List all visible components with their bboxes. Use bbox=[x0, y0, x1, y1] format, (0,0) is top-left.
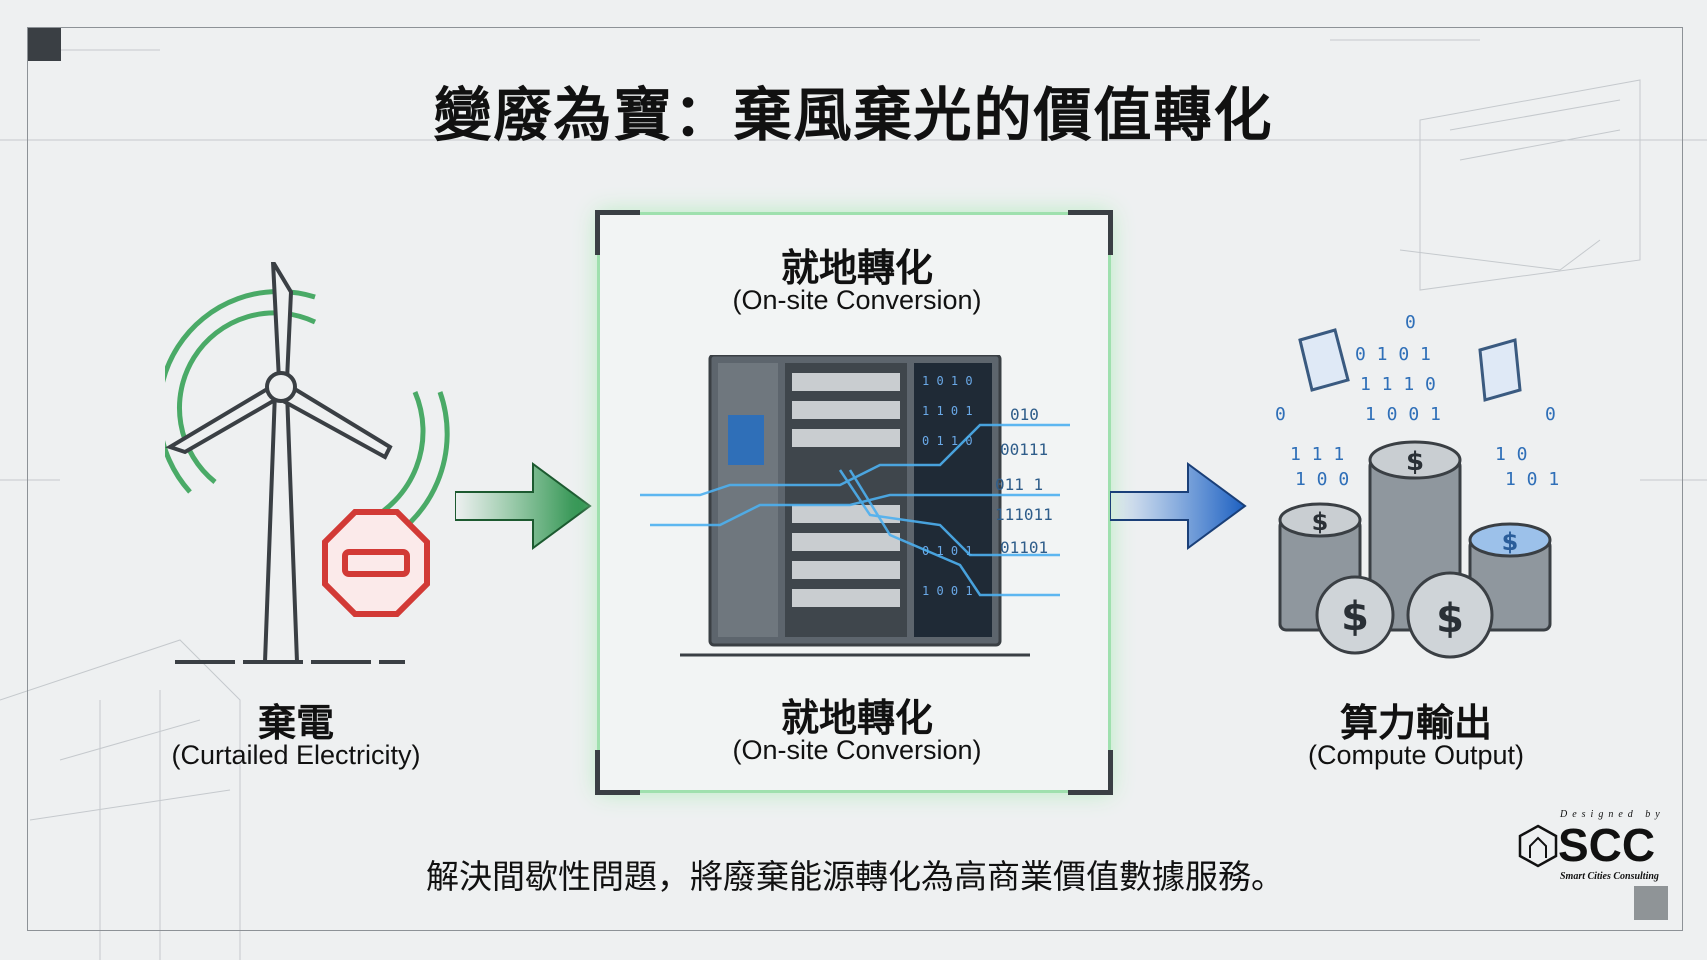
svg-text:1 0 0: 1 0 0 bbox=[1295, 469, 1349, 490]
svg-text:1 1 0 1: 1 1 0 1 bbox=[922, 404, 973, 418]
svg-text:111011: 111011 bbox=[995, 505, 1053, 524]
svg-text:1 0 0 1: 1 0 0 1 bbox=[1365, 404, 1441, 425]
arrow-right-blue-icon bbox=[1110, 462, 1247, 550]
conversion-title-top-en: (On-site Conversion) bbox=[732, 285, 982, 315]
svg-text:1 0 0 1: 1 0 0 1 bbox=[922, 584, 973, 598]
svg-text:00111: 00111 bbox=[1000, 440, 1048, 459]
svg-text:$: $ bbox=[1406, 447, 1424, 477]
scc-logo: Designed by SCC Smart Cities Consulting bbox=[1518, 808, 1688, 884]
wind-turbine-icon bbox=[165, 262, 450, 664]
curtailed-label-en: (Curtailed Electricity) bbox=[171, 740, 421, 770]
curtailed-label-zh: 棄電 bbox=[257, 701, 334, 745]
city-hexagon-icon bbox=[1518, 824, 1558, 868]
svg-text:1 0 1: 1 0 1 bbox=[1505, 469, 1559, 490]
svg-text:$: $ bbox=[1502, 528, 1519, 556]
server-rack-icon: 1 0 1 01 1 0 10 1 1 00 1 0 11 0 0 1 0100… bbox=[640, 355, 1070, 657]
footer-caption: 解決間歇性問題，將廢棄能源轉化為高商業價值數據服務。 bbox=[426, 857, 1284, 896]
svg-text:1 0: 1 0 bbox=[1495, 444, 1528, 465]
page-title: 變廢為寶：棄風棄光的價值轉化 bbox=[433, 81, 1274, 149]
svg-text:$: $ bbox=[1341, 594, 1369, 640]
logo-name: SCC bbox=[1558, 819, 1656, 871]
conversion-panel: 就地轉化 (On-site Conversion) 1 0 1 0 1 1 0 1… bbox=[595, 210, 1113, 795]
svg-text:0: 0 bbox=[1275, 404, 1286, 425]
arrow-right-green-icon bbox=[455, 462, 592, 550]
conversion-title-bottom-zh: 就地轉化 bbox=[780, 696, 933, 740]
svg-text:1 0 1 0: 1 0 1 0 bbox=[922, 374, 973, 388]
logo-designed-by: Designed by bbox=[1560, 809, 1665, 820]
svg-text:010: 010 bbox=[1010, 405, 1039, 424]
stop-sign-icon bbox=[322, 509, 430, 617]
compute-label-zh: 算力輸出 bbox=[1339, 701, 1492, 745]
svg-text:$: $ bbox=[1436, 596, 1464, 642]
svg-text:1 1 1 0: 1 1 1 0 bbox=[1360, 374, 1436, 395]
svg-text:0: 0 bbox=[1405, 312, 1416, 333]
svg-text:01101: 01101 bbox=[1000, 538, 1048, 557]
svg-text:1 1 1: 1 1 1 bbox=[1290, 444, 1344, 465]
conversion-title-bottom-en: (On-site Conversion) bbox=[732, 735, 982, 765]
conversion-title-top-zh: 就地轉化 bbox=[780, 246, 933, 290]
outer-frame bbox=[27, 27, 1683, 931]
svg-text:0: 0 bbox=[1545, 404, 1556, 425]
svg-text:0 1 0 1: 0 1 0 1 bbox=[1355, 344, 1431, 365]
compute-label-en: (Compute Output) bbox=[1307, 740, 1525, 770]
svg-text:$: $ bbox=[1312, 508, 1329, 536]
logo-tagline: Smart Cities Consulting bbox=[1560, 871, 1659, 882]
svg-text:011 1: 011 1 bbox=[995, 475, 1043, 494]
coin-stack-icon: 00 1 0 11 1 1 01 0 0 1 01 1 11 0 01 01 0… bbox=[1275, 312, 1559, 659]
